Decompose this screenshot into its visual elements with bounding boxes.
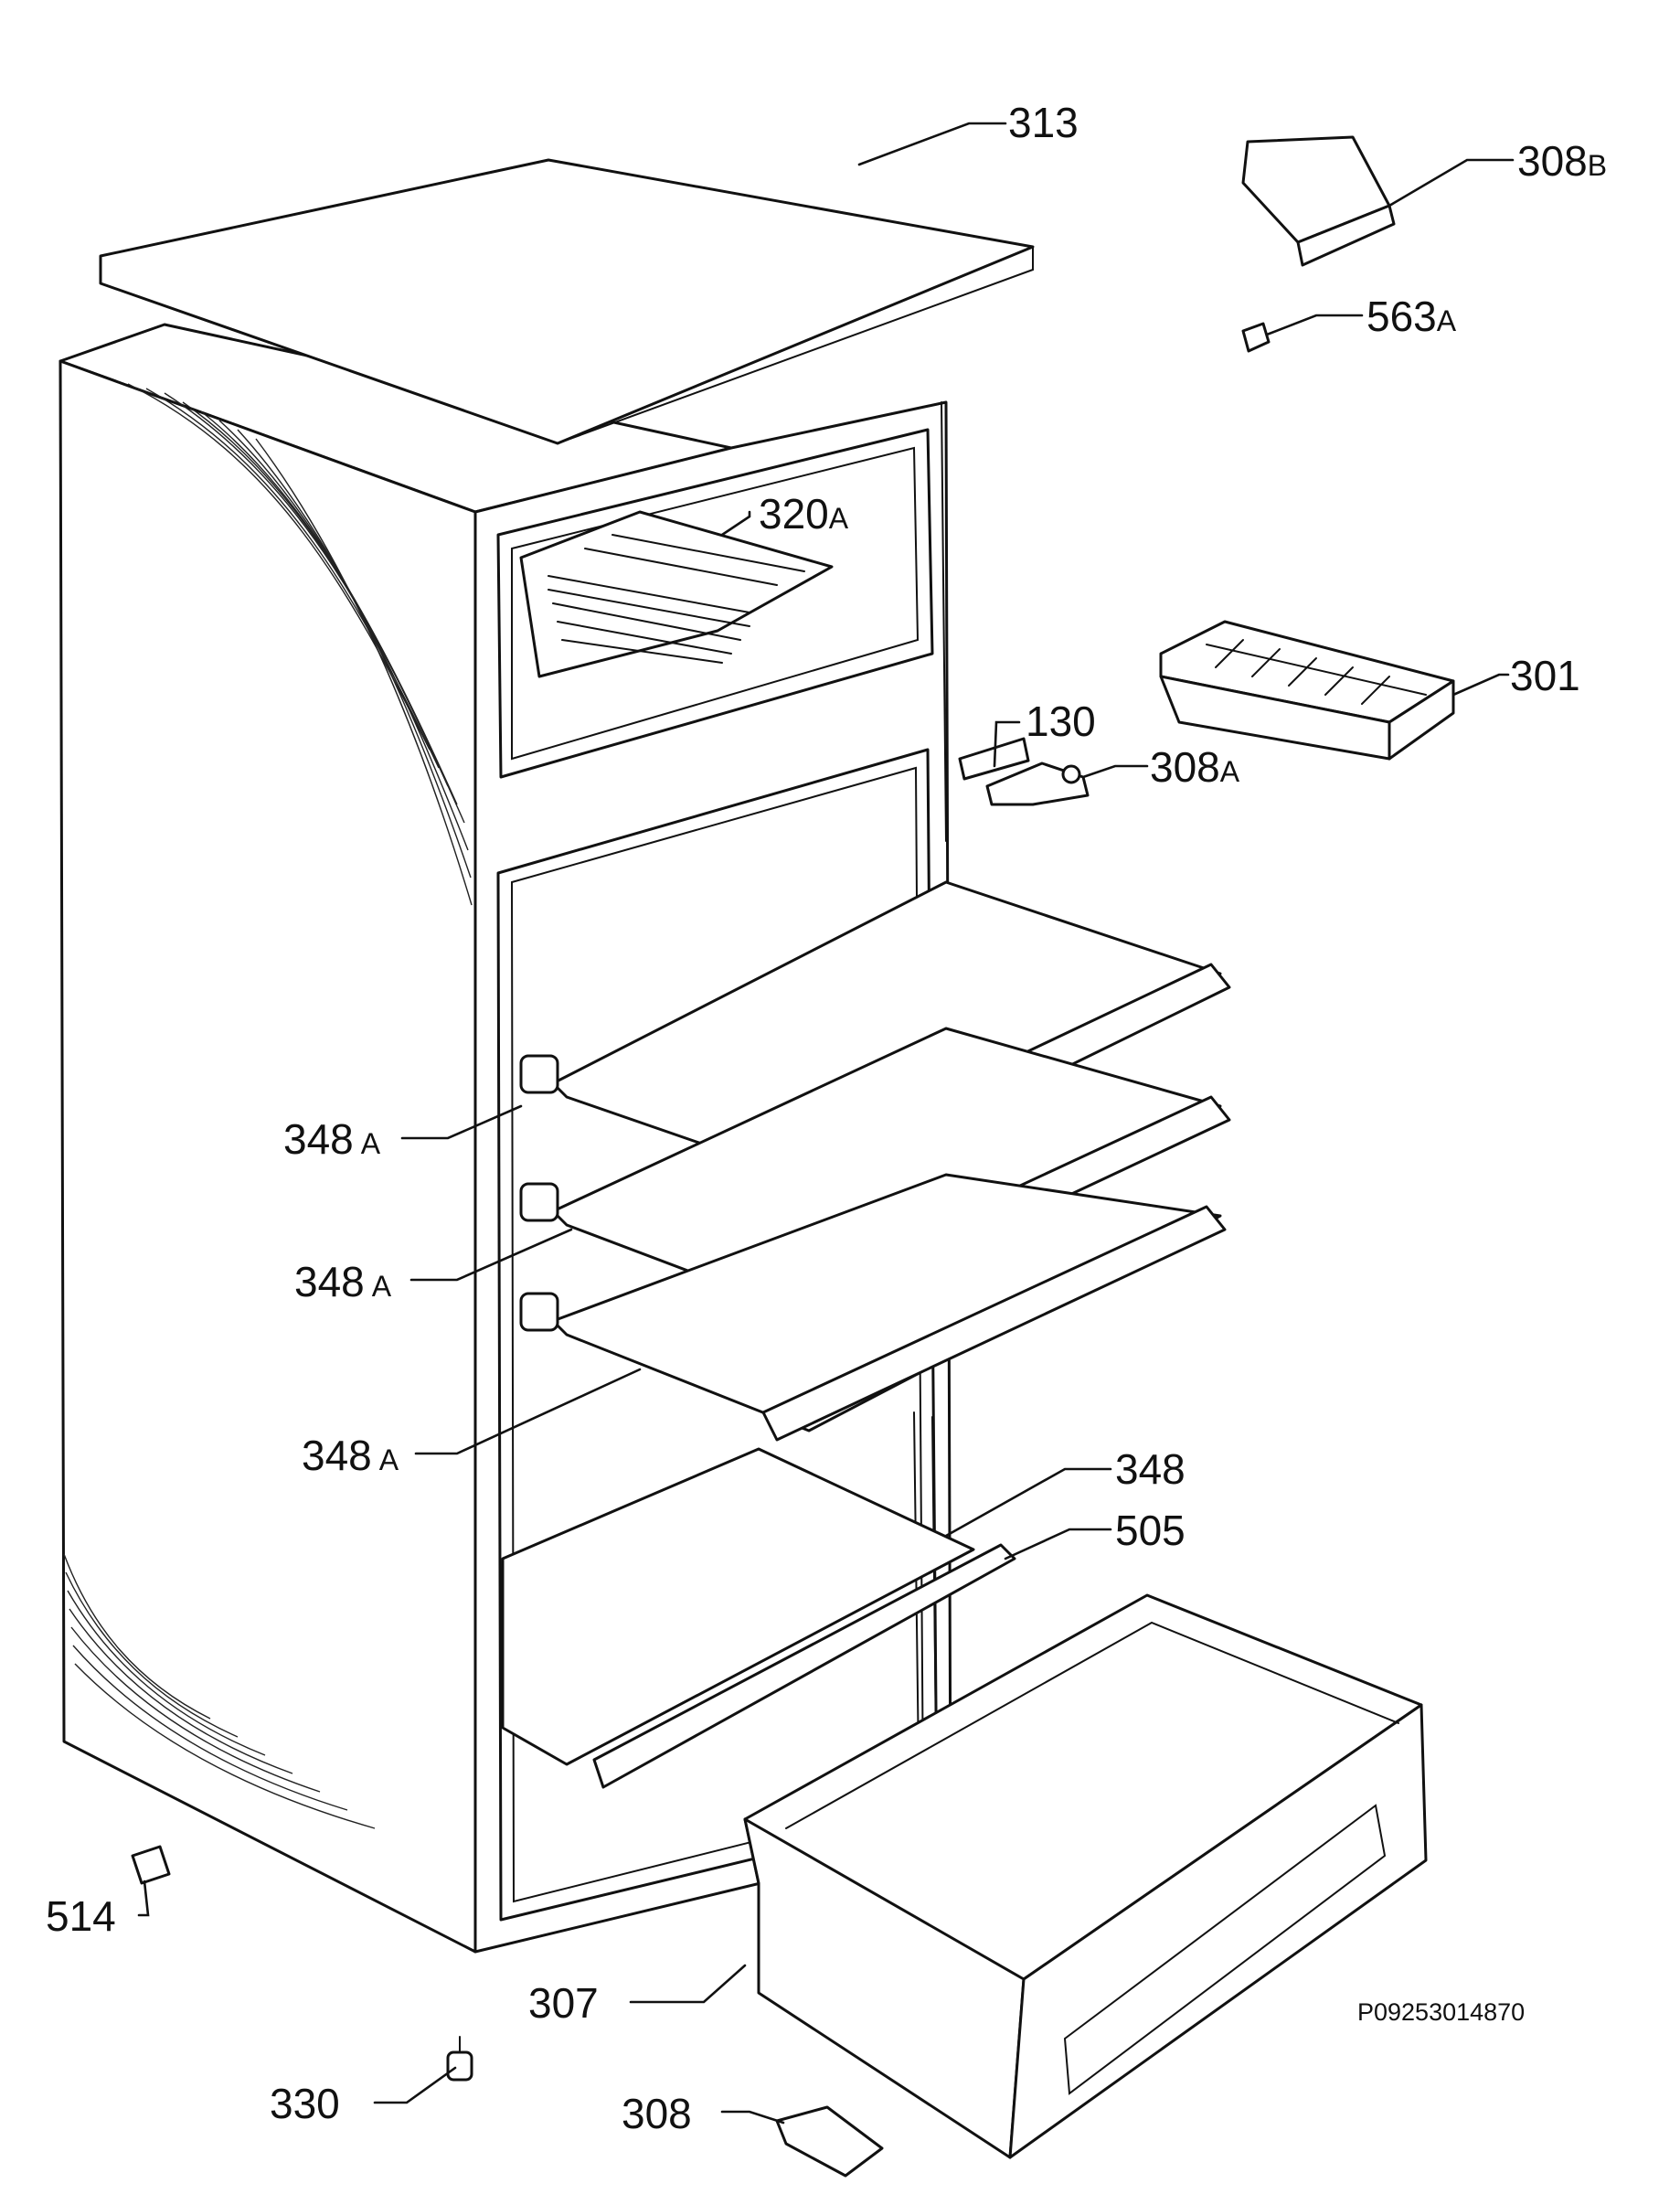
label-307: 307 (528, 1979, 599, 2027)
shelf-trim-505 (592, 1543, 1016, 1789)
label-130: 130 (1026, 698, 1096, 745)
side-panel-shading (63, 383, 473, 1829)
label-308B: 308B (1517, 137, 1607, 185)
glass-shelf-348A-3 (519, 1173, 1227, 1442)
label-313: 313 (1008, 99, 1079, 146)
reference-code: P09253014870 (1357, 1998, 1525, 2026)
screw-330 (446, 2036, 473, 2082)
hinge-plate-308 (775, 2105, 884, 2178)
label-505: 505 (1115, 1507, 1186, 1554)
label-330: 330 (270, 2080, 340, 2127)
label-308: 308 (622, 2090, 692, 2137)
leader-lines (137, 122, 1515, 2125)
label-308A: 308A (1150, 743, 1240, 791)
top-cover-313 (99, 158, 1035, 445)
label-563A: 563A (1366, 293, 1457, 340)
label-320A: 320A (759, 490, 849, 538)
nut-563A (1241, 322, 1271, 353)
crisper-drawer-307 (743, 1593, 1428, 2159)
label-348: 348 (1115, 1445, 1186, 1493)
hinge-bracket-308B (1241, 135, 1396, 267)
label-301: 301 (1510, 652, 1580, 699)
hinge-308A (985, 762, 1090, 806)
ice-tray-301 (1159, 620, 1455, 761)
freezer-rack-320A (519, 510, 834, 678)
bottom-glass-shelf-348 (501, 1447, 975, 1766)
adjustable-foot-514 (131, 1845, 171, 1885)
label-514: 514 (46, 1892, 116, 1940)
